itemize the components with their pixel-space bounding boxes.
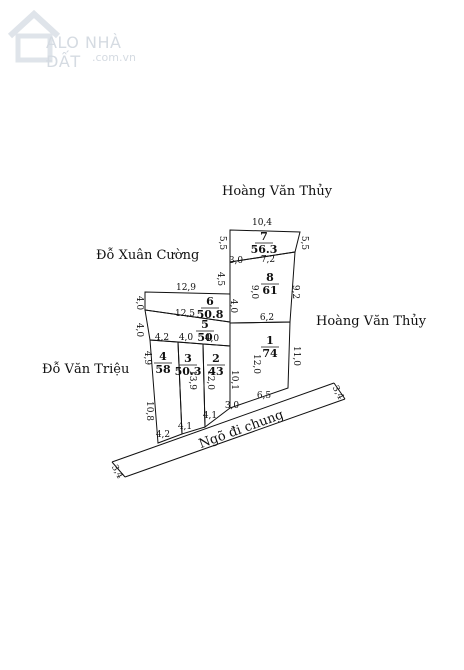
neighbor-upper-left: Đỗ Xuân Cường bbox=[96, 248, 200, 263]
lot-6-number: 6 bbox=[206, 295, 214, 308]
dimension-label: 4,0 bbox=[205, 334, 220, 344]
neighbor-right: Hoàng Văn Thủy bbox=[316, 314, 427, 329]
lot-8-number: 8 bbox=[266, 271, 274, 284]
dimension-label: 6,2 bbox=[260, 313, 274, 323]
lot-4-area: 58 bbox=[155, 363, 171, 376]
dimension-label: 12,5 bbox=[175, 309, 195, 319]
lot-4-number: 4 bbox=[159, 350, 167, 363]
dimension-label: 3,0 bbox=[229, 256, 244, 266]
dimension-label: 4,5 bbox=[215, 272, 225, 287]
dimension-label: 4,2 bbox=[156, 430, 170, 440]
dimension-label: 4,1 bbox=[178, 422, 192, 432]
lot-8-area: 61 bbox=[262, 284, 277, 297]
lot-2-area: 43 bbox=[208, 365, 223, 378]
dimension-label: 12,0 bbox=[205, 370, 215, 390]
lot-1-number: 1 bbox=[266, 334, 274, 347]
house-logo-icon bbox=[7, 9, 61, 63]
dimension-label: 9,2 bbox=[290, 285, 300, 299]
lot-6-area: 50.8 bbox=[197, 308, 224, 321]
lot-7-number: 7 bbox=[260, 230, 268, 243]
dimension-label: 6,5 bbox=[257, 391, 272, 401]
lot-2-boundary bbox=[202, 343, 231, 428]
dimension-label: 4,0 bbox=[134, 323, 144, 338]
dimension-label: 4,0 bbox=[228, 299, 238, 314]
lot-3-number: 3 bbox=[184, 352, 192, 365]
dimension-label: 4,9 bbox=[142, 351, 152, 366]
dimension-label: 10,1 bbox=[229, 370, 239, 390]
road-width-left: 3,4 bbox=[109, 463, 125, 481]
dimension-label: 7,2 bbox=[261, 255, 275, 265]
dimension-label: 12,9 bbox=[176, 283, 196, 293]
dimension-label: 4,1 bbox=[203, 411, 217, 421]
dimension-label: 9,0 bbox=[249, 285, 259, 300]
dimension-label: 12,0 bbox=[251, 354, 261, 374]
lot-5-number: 5 bbox=[201, 318, 209, 331]
dimension-label: 4,0 bbox=[134, 296, 144, 311]
dimension-label: 11,0 bbox=[291, 346, 301, 366]
dimension-label: 13,9 bbox=[187, 370, 197, 390]
lot-3-area: 50.3 bbox=[175, 365, 202, 378]
watermark-domain: .com.vn bbox=[92, 51, 136, 64]
lot-7-area: 56.3 bbox=[251, 243, 278, 256]
dimension-label: 4,2 bbox=[155, 333, 169, 343]
neighbor-left: Đỗ Văn Triệu bbox=[42, 362, 130, 377]
lot-2-number: 2 bbox=[212, 352, 220, 365]
lot-1-area: 74 bbox=[262, 347, 278, 360]
dimension-label: 4,0 bbox=[179, 333, 194, 343]
dimension-label: 3,0 bbox=[225, 401, 240, 411]
watermark-brand: ALO NHÀ ĐẤT bbox=[46, 33, 122, 71]
road-edge-top bbox=[111, 382, 335, 463]
dimension-label: 10,8 bbox=[144, 401, 154, 421]
road-end-right bbox=[333, 382, 346, 400]
dimension-label: 5,5 bbox=[299, 236, 309, 251]
road-end-left bbox=[111, 461, 126, 478]
lot-5-area: 50 bbox=[197, 331, 213, 344]
dimension-label: 5,5 bbox=[217, 236, 227, 251]
watermark: ALO NHÀ ĐẤT .com.vn bbox=[0, 0, 160, 71]
road-edge-bottom bbox=[124, 398, 346, 478]
dimension-label: 10,4 bbox=[252, 218, 272, 228]
road-width-right: 3,4 bbox=[330, 384, 346, 402]
neighbor-top: Hoàng Văn Thủy bbox=[222, 184, 333, 199]
